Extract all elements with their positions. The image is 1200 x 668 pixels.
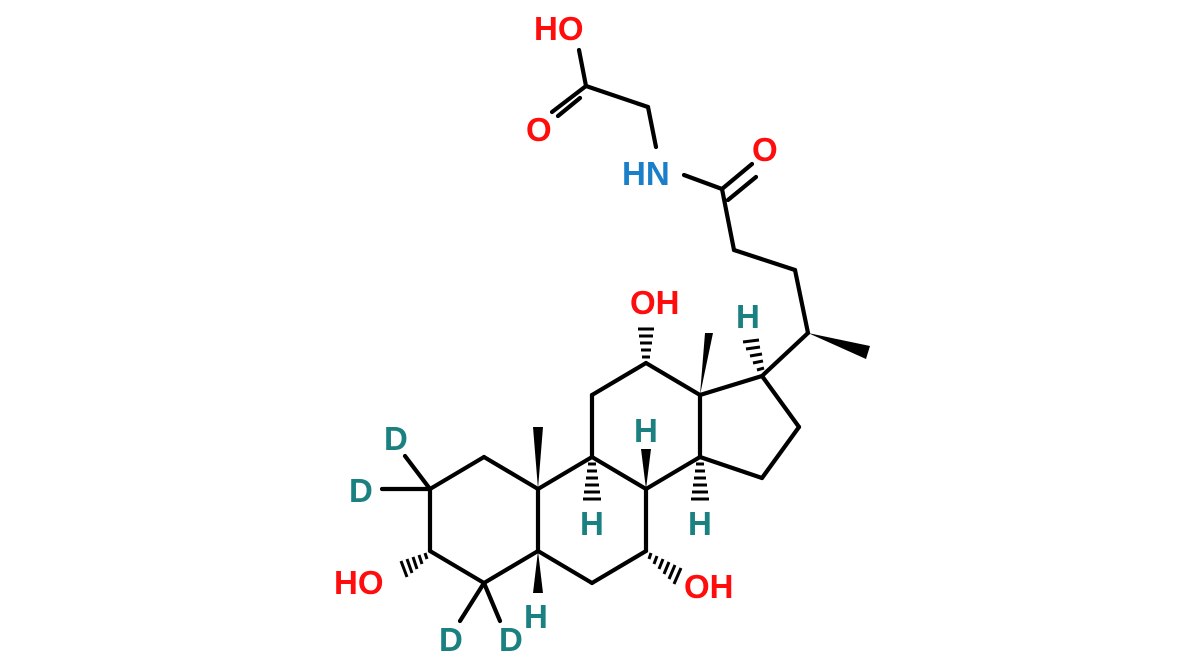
deuterium-label-c4-right: D — [499, 621, 523, 658]
ring-b — [535, 454, 649, 586]
acid-hydroxyl-label: HO — [534, 10, 584, 47]
h9-hash — [583, 462, 601, 501]
atom-labels: HO O HN O OH H H H H H HO OH D D D D — [334, 10, 778, 658]
deuterium-bonds — [379, 453, 503, 624]
oh12-hash — [638, 327, 654, 359]
h5-wedge — [533, 551, 543, 593]
h8-wedge — [641, 449, 651, 489]
h14-hash — [691, 462, 709, 501]
c9-hydrogen-label: H — [580, 505, 604, 542]
c8-hydrogen-label: H — [634, 412, 658, 449]
c7-hydroxyl-label: OH — [684, 568, 734, 605]
ring-d — [697, 373, 802, 481]
stereo-bonds — [399, 327, 765, 593]
acid-carbonyl-oxygen-label: O — [526, 111, 552, 148]
ring-c — [589, 360, 703, 492]
ring-a — [427, 454, 541, 586]
c18-methyl-wedge — [700, 333, 713, 395]
glycine-chain — [549, 47, 811, 336]
oh3-hash — [399, 552, 429, 578]
c17-hydrogen-label: H — [736, 298, 760, 335]
amide-nitrogen-label: HN — [622, 155, 670, 192]
deuterium-label-c2-top: D — [384, 420, 408, 457]
c14-hydrogen-label: H — [688, 505, 712, 542]
h17-hash — [742, 338, 765, 372]
c19-methyl-wedge — [533, 427, 543, 489]
oh7-hash — [647, 552, 683, 585]
deuterium-label-c4-left: D — [439, 621, 463, 658]
c3-hydroxyl-label: HO — [334, 564, 384, 601]
amide-carbonyl-oxygen-label: O — [752, 131, 778, 168]
c21-methyl-wedge — [808, 333, 870, 359]
c20-center — [759, 330, 870, 379]
c12-hydroxyl-label: OH — [630, 284, 680, 321]
deuterium-label-c2-left: D — [349, 472, 373, 509]
c5-hydrogen-label: H — [524, 598, 548, 635]
